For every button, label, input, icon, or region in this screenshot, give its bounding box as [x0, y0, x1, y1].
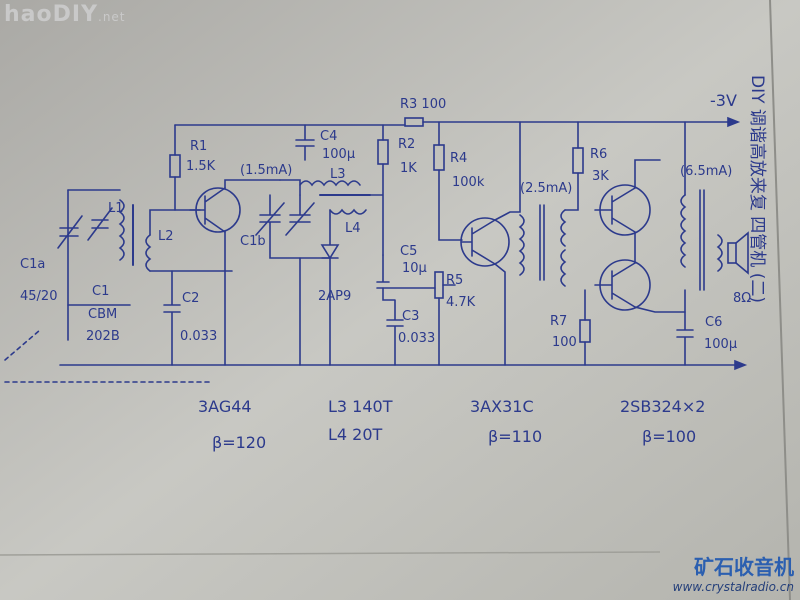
page-title: DIY 调谐高放来复 四管机 (二): [747, 75, 767, 303]
c1-label: C1: [92, 284, 109, 299]
watermark-text: haoDIY: [4, 2, 98, 27]
output-core: [699, 189, 705, 291]
c2-capacitor: [163, 270, 181, 366]
t1-type: 3AG44: [198, 397, 252, 416]
t2-wires: [494, 121, 521, 366]
c3-capacitor: [382, 287, 404, 366]
t2-transistor: [460, 217, 510, 267]
ground-arrow: [734, 359, 748, 371]
diode-2ap9: [320, 209, 340, 366]
t1-beta: β=120: [212, 433, 266, 452]
dashed-diag: [4, 329, 41, 361]
current-1: (1.5mA): [240, 163, 292, 178]
c1b-wire: [279, 179, 301, 196]
c1a-symbol: [57, 215, 83, 249]
r6-label: R6: [590, 147, 607, 162]
c4-label: C4: [320, 129, 337, 144]
output-primary: [680, 194, 687, 268]
c1-value-2: 202B: [86, 329, 120, 344]
page-edge: [769, 0, 791, 600]
c1a-label: C1a: [20, 257, 45, 272]
c1-symbol: [87, 207, 113, 241]
c3-value: 0.033: [398, 331, 435, 346]
c5-capacitor: [376, 254, 436, 289]
c6-value: 100μ: [704, 337, 737, 352]
driver-primary: [518, 214, 525, 276]
r3-label: R3 100: [400, 97, 446, 112]
c1-value-1: CBM: [88, 307, 117, 322]
driver-core: [539, 204, 545, 281]
t2-type: 3AX31C: [470, 397, 534, 416]
push-pull-wires: [634, 159, 686, 313]
watermark: haoDIY.net: [4, 2, 126, 27]
speaker-cone: [735, 231, 749, 275]
c6-label: C6: [705, 315, 722, 330]
brand-mark: 矿石收音机 www.crystalradio.cn: [673, 551, 794, 594]
c5-value: 10μ: [402, 261, 427, 276]
t2-beta: β=110: [488, 427, 542, 446]
l3-coil: [299, 180, 361, 187]
c1b-symbol: [255, 194, 331, 259]
r1-value: 1.5K: [186, 159, 216, 174]
brand-url: www.crystalradio.cn: [672, 580, 794, 594]
r4-label: R4: [450, 151, 467, 166]
diode-label: 2AP9: [318, 289, 351, 304]
c1a-value: 45/20: [20, 289, 57, 304]
r4-value: 100k: [452, 175, 485, 190]
c3-label: C3: [402, 309, 419, 324]
current-2: (2.5mA): [520, 181, 572, 196]
page-bottom-edge: [0, 551, 661, 556]
l2-label: L2: [158, 229, 174, 244]
l2-wires: [149, 209, 233, 272]
output-secondary: [716, 234, 723, 272]
t3-type: 2SB324×2: [620, 397, 705, 416]
c2-value: 0.033: [180, 329, 217, 344]
l4-coil: [329, 208, 367, 215]
l3-turns: L3 140T: [328, 397, 393, 416]
r7-value: 100: [552, 335, 577, 350]
supply-label: -3V: [710, 91, 737, 110]
c2-label: C2: [182, 291, 199, 306]
l3-label: L3: [330, 167, 346, 182]
r5-wires: [438, 284, 456, 366]
t4-leads: [594, 262, 636, 308]
t3-leads: [594, 187, 636, 233]
t2-leads: [461, 219, 496, 265]
c4-value: 100μ: [322, 147, 355, 162]
t1-wires: [224, 179, 281, 366]
t1-leads: [189, 187, 226, 233]
r5-label: R5: [446, 273, 463, 288]
speaker-label: 8Ω: [733, 291, 751, 306]
supply-arrow: [727, 116, 741, 128]
r1-label: R1: [190, 139, 207, 154]
r2-wire-bottom: [369, 163, 384, 256]
l1-coil: [118, 199, 125, 261]
speaker-magnet: [727, 242, 737, 264]
c4-capacitor: [295, 124, 315, 161]
c5-label: C5: [400, 244, 417, 259]
watermark-suffix: .net: [98, 10, 126, 24]
l4-turns: L4 20T: [328, 425, 383, 444]
r6-value: 3K: [592, 169, 609, 184]
l2-coil: [145, 234, 152, 272]
l1-label: L1: [108, 201, 124, 216]
current-3: (6.5mA): [680, 164, 732, 179]
r7-label: R7: [550, 314, 567, 329]
t3-beta: β=100: [642, 427, 696, 446]
driver-secondary: [560, 209, 567, 287]
brand-name: 矿石收音机: [694, 555, 794, 579]
r4-wire-bottom: [438, 169, 463, 241]
l4-label: L4: [345, 221, 361, 236]
r6-wire-bottom: [564, 172, 579, 211]
r5-value: 4.7K: [446, 295, 476, 310]
c1-wires: [67, 189, 131, 306]
c1b-label: C1b: [240, 234, 266, 249]
c6-capacitor: [676, 289, 694, 366]
r2-label: R2: [398, 137, 415, 152]
r2-value: 1K: [400, 161, 417, 176]
c1b2-symbol: [285, 194, 315, 236]
